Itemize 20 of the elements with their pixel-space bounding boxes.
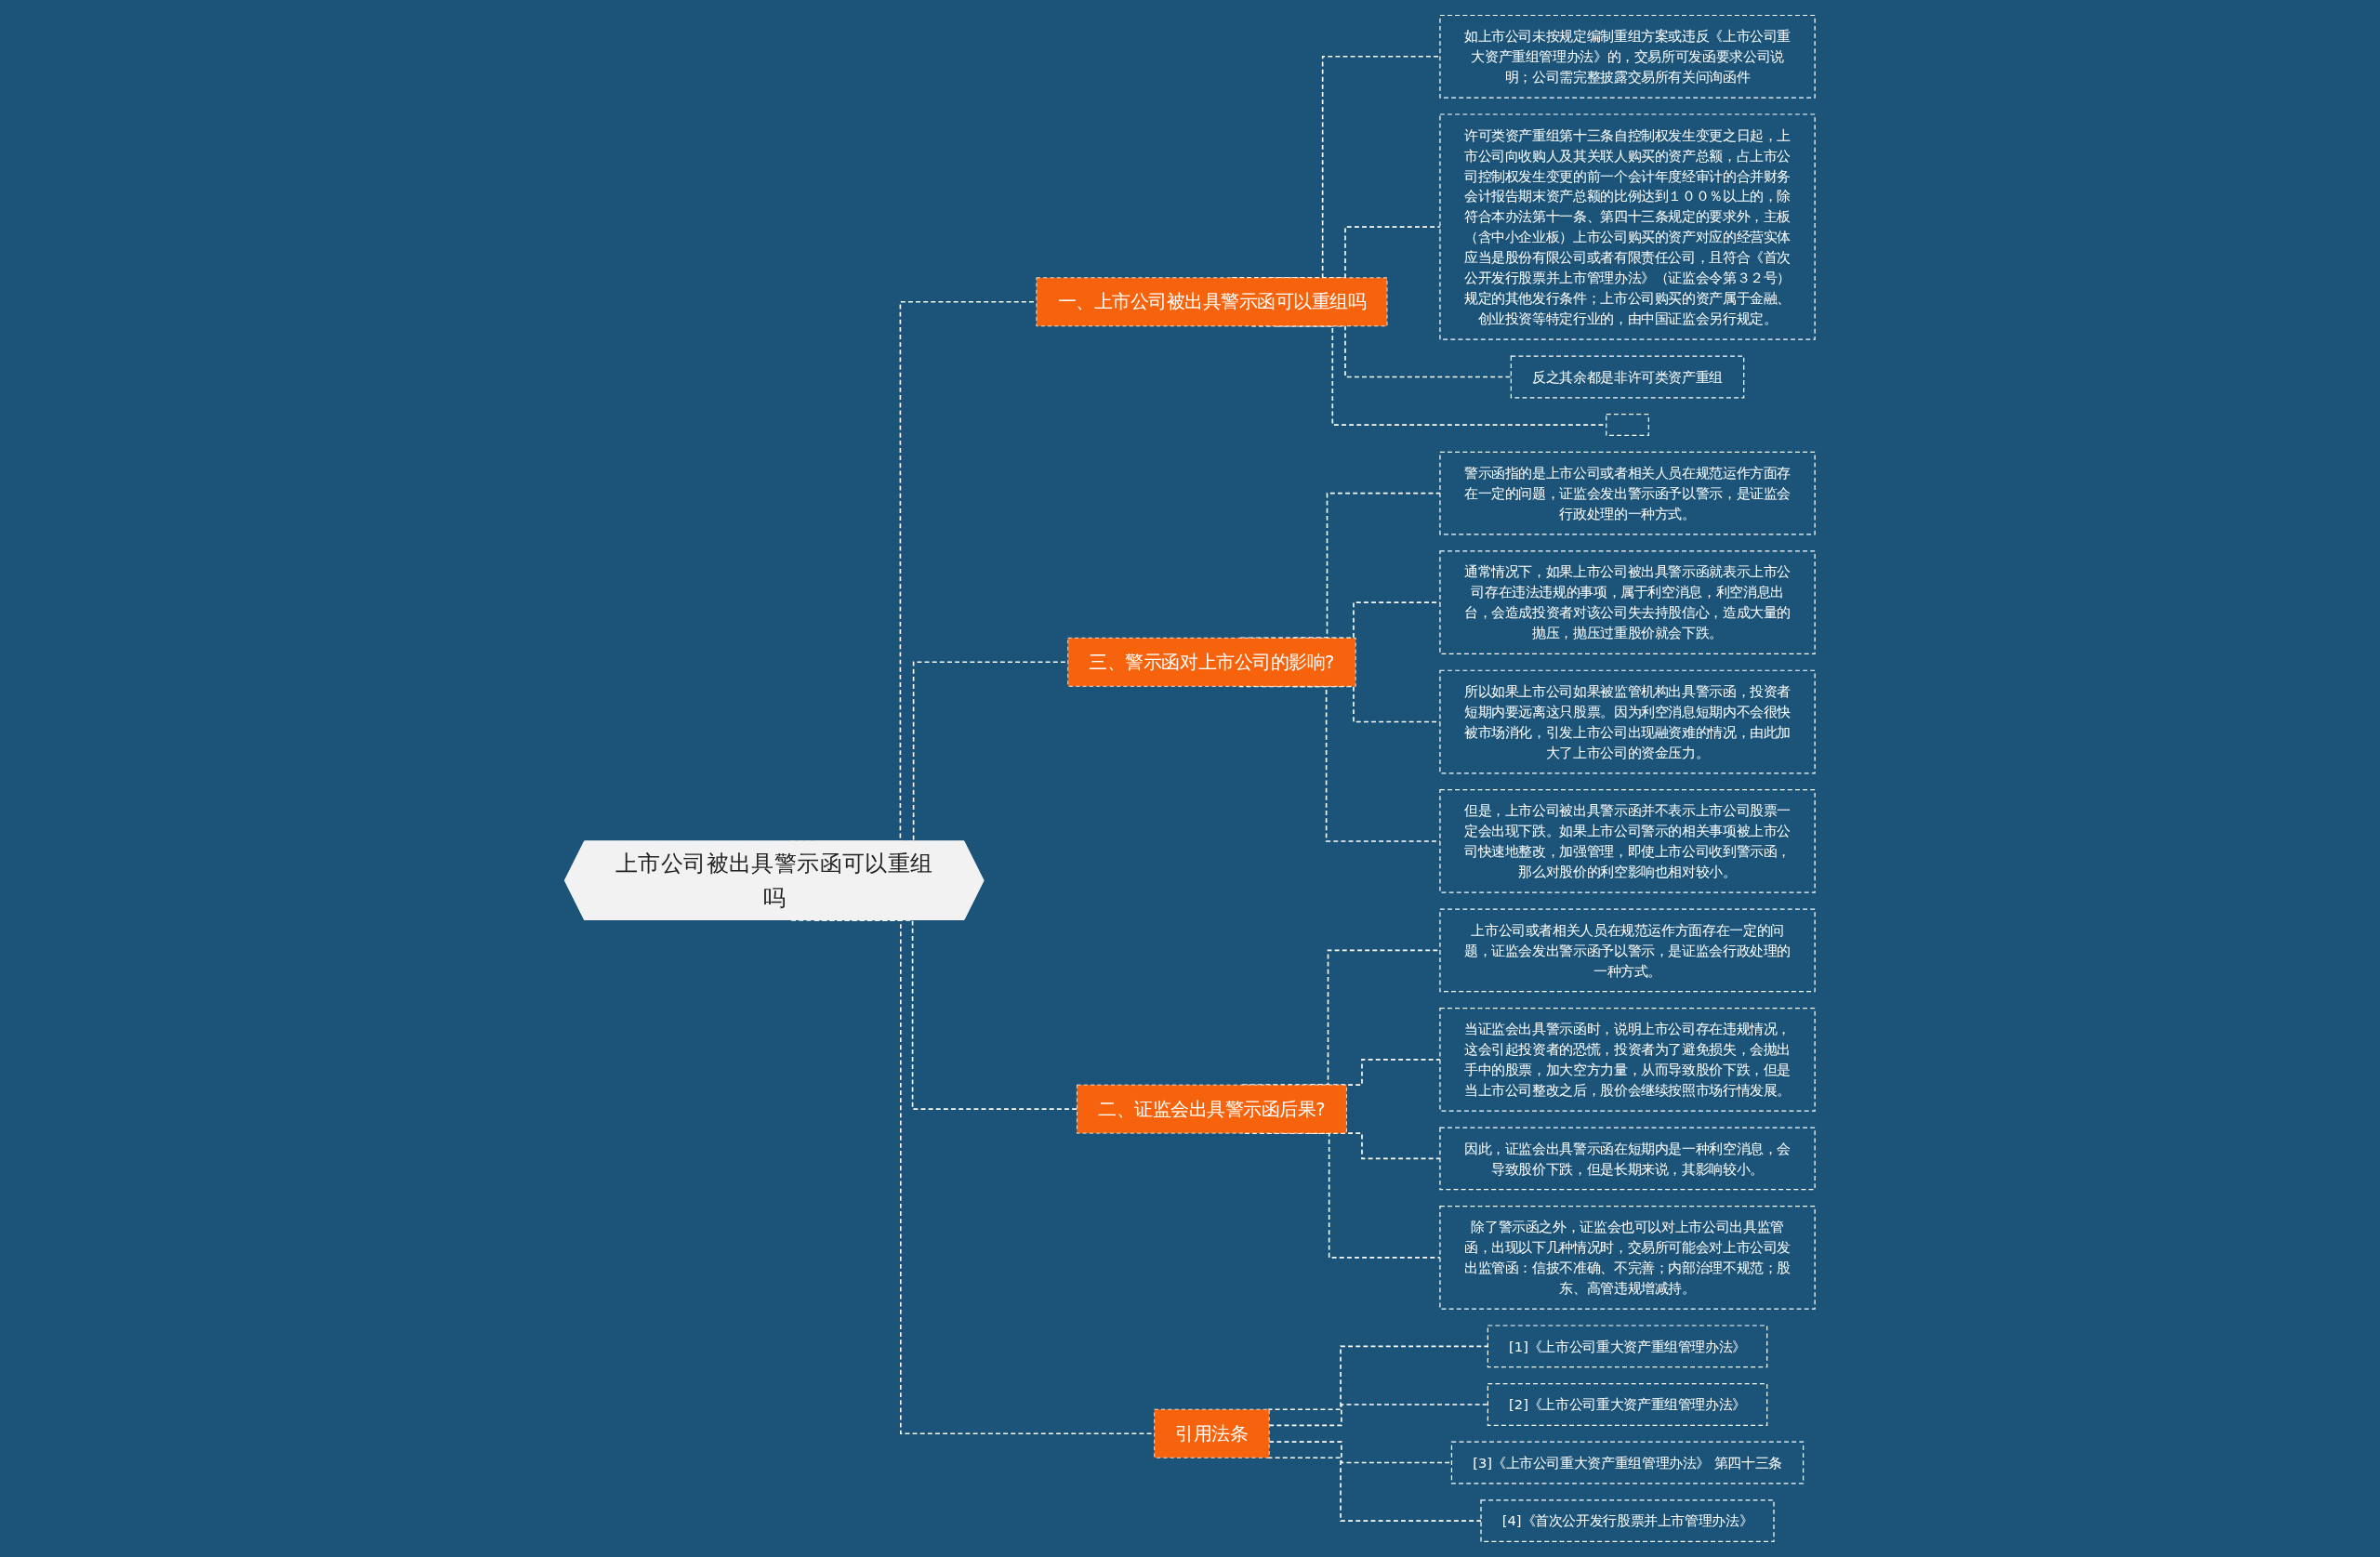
node-box — [1451, 1441, 1805, 1484]
node-box — [1077, 1084, 1348, 1134]
node-box — [1154, 1408, 1270, 1458]
node-box — [1439, 550, 1816, 654]
node-box — [1067, 637, 1356, 687]
node-box — [1487, 1383, 1768, 1426]
node-box — [1439, 1127, 1816, 1191]
node-box — [1439, 113, 1816, 340]
node-box — [1439, 789, 1816, 893]
node-box — [1439, 451, 1816, 535]
node-box — [1036, 277, 1388, 327]
node-box — [1439, 1205, 1816, 1310]
node-box — [1439, 669, 1816, 774]
node-box — [1510, 355, 1745, 399]
node-box — [1487, 1325, 1768, 1368]
node-box — [1439, 1008, 1816, 1112]
node-box — [1606, 414, 1650, 437]
node-box — [1480, 1499, 1775, 1543]
node-box — [1439, 908, 1816, 993]
node-box — [1439, 14, 1816, 99]
